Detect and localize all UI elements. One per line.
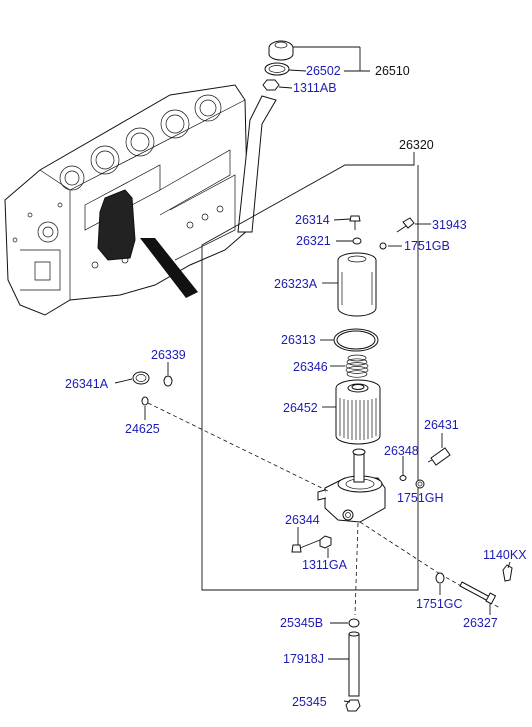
callout-25345: 25345 bbox=[292, 695, 327, 709]
callout-26510: 26510 bbox=[375, 64, 410, 78]
drain-tube-parts bbox=[328, 521, 513, 712]
callout-labels: 26502 26510 1311AB 26320 26314 31943 263… bbox=[65, 64, 527, 709]
callout-1751GB: 1751GB bbox=[404, 239, 450, 253]
filler-cap-parts bbox=[262, 40, 370, 91]
callout-1140KX: 1140KX bbox=[483, 548, 527, 562]
callout-1751GC: 1751GC bbox=[416, 597, 463, 611]
callout-1311GA: 1311GA bbox=[302, 558, 348, 572]
engine-block-illustration bbox=[4, 84, 277, 316]
callout-26320: 26320 bbox=[399, 138, 434, 152]
callout-26452: 26452 bbox=[283, 401, 318, 415]
callout-24625: 24625 bbox=[125, 422, 160, 436]
oil-filter-parts bbox=[291, 215, 451, 558]
callout-17918J: 17918J bbox=[283, 652, 324, 666]
callout-26341A: 26341A bbox=[65, 377, 109, 391]
assembly-outline bbox=[201, 152, 419, 591]
callout-1311AB: 1311AB bbox=[293, 81, 337, 95]
callout-26344: 26344 bbox=[285, 513, 320, 527]
callout-26431: 26431 bbox=[424, 418, 459, 432]
breather-seal-parts bbox=[114, 362, 331, 493]
callout-26327: 26327 bbox=[463, 616, 498, 630]
callout-26339: 26339 bbox=[151, 348, 186, 362]
callout-1751GH: 1751GH bbox=[397, 491, 444, 505]
callout-26502: 26502 bbox=[306, 64, 341, 78]
callout-26321: 26321 bbox=[296, 234, 331, 248]
callout-25345B: 25345B bbox=[280, 616, 323, 630]
callout-31943: 31943 bbox=[432, 218, 467, 232]
callout-26314: 26314 bbox=[295, 213, 330, 227]
callout-26346: 26346 bbox=[293, 360, 328, 374]
callout-26323A: 26323A bbox=[274, 277, 318, 291]
callout-26313: 26313 bbox=[281, 333, 316, 347]
callout-26348: 26348 bbox=[384, 444, 419, 458]
